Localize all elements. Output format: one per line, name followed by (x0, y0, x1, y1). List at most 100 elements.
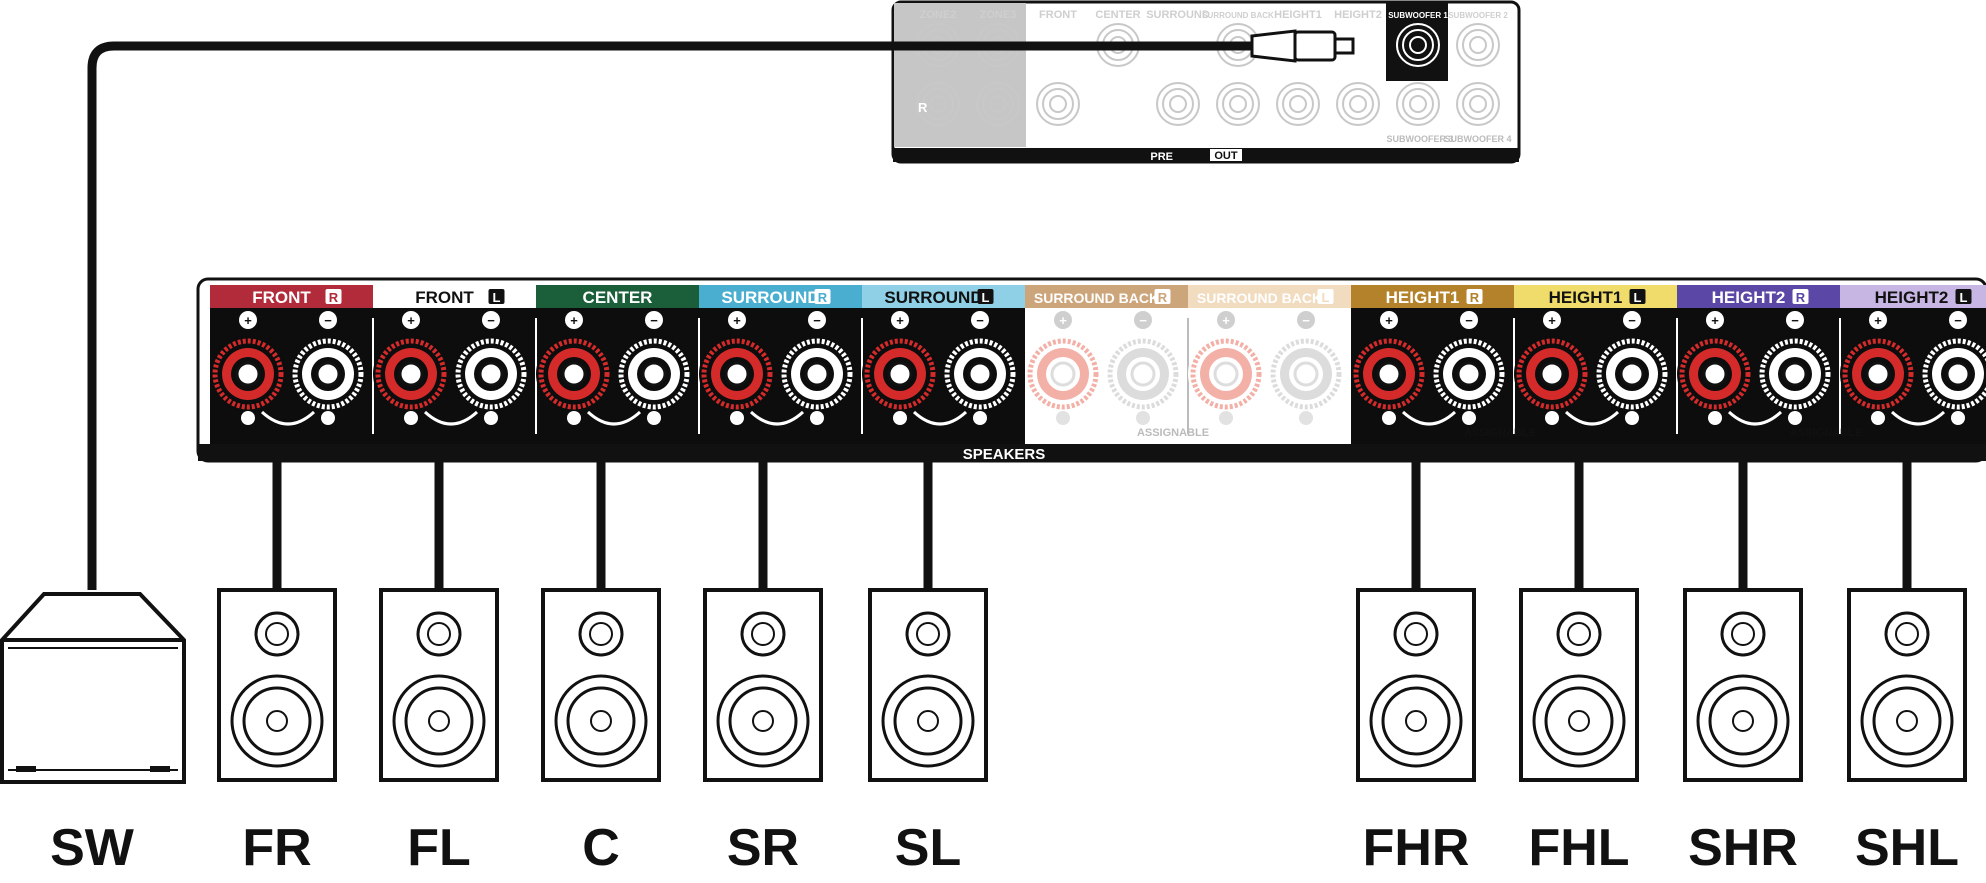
positive-terminal[interactable] (1351, 336, 1427, 425)
pre-out-column-label: CENTER (1095, 9, 1140, 21)
speaker-label: FHL (1528, 819, 1629, 877)
positive-terminal[interactable] (536, 336, 612, 425)
side-badge-letter: L (1634, 290, 1642, 305)
speakers-title: SPEAKERS (963, 446, 1046, 463)
negative-terminal[interactable] (290, 336, 366, 425)
minus-sign: − (976, 313, 984, 328)
rca-jack (1276, 82, 1320, 126)
negative-terminal[interactable] (1268, 336, 1344, 425)
rca-plug-tip (1333, 37, 1355, 55)
pre-out-column-label: SURROUND BACK (1202, 11, 1274, 20)
speaker-box (1683, 588, 1803, 782)
negative-terminal[interactable] (1920, 336, 1986, 425)
negative-terminal[interactable] (453, 336, 529, 425)
negative-terminal[interactable] (1431, 336, 1507, 425)
speaker-box (1847, 588, 1967, 782)
rca-jack (976, 82, 1020, 126)
side-badge-letter: L (1960, 290, 1968, 305)
positive-terminal[interactable] (1188, 336, 1264, 425)
rca-jack (1456, 82, 1500, 126)
pre-out-column-label: SURROUND (1146, 9, 1210, 21)
side-badge-letter: L (982, 290, 990, 305)
side-badge-letter: R (1158, 290, 1168, 305)
channel-header (1840, 285, 1986, 308)
minus-sign: − (1791, 313, 1799, 328)
rca-plug-body (1293, 30, 1337, 62)
side-badge (1466, 289, 1483, 304)
plus-sign: + (1222, 313, 1230, 328)
minus-sign: − (1465, 313, 1473, 328)
channel-header (1025, 285, 1188, 308)
minus-sign: − (1139, 313, 1147, 328)
speaker-box (217, 588, 337, 782)
side-badge-letter: R (818, 290, 828, 305)
rca-jack (1456, 23, 1500, 67)
speakers-bar (198, 444, 1986, 461)
pre-out-bar (893, 148, 1519, 162)
positive-terminal[interactable] (862, 336, 938, 425)
side-badge (1792, 289, 1809, 304)
positive-terminal[interactable] (699, 336, 775, 425)
speaker-box (1519, 588, 1639, 782)
speaker-box (379, 588, 499, 782)
pre-out-column-label: SUBWOOFER 1 (1388, 11, 1448, 20)
speaker-label: SHR (1688, 819, 1798, 877)
channel-label: SURROUND BACK (1034, 290, 1159, 306)
negative-terminal[interactable] (1757, 336, 1833, 425)
positive-terminal[interactable] (1514, 336, 1590, 425)
positive-terminal[interactable] (1025, 336, 1101, 425)
pre-out-column-label: HEIGHT1 (1274, 9, 1322, 21)
side-badge (488, 289, 505, 304)
positive-terminal[interactable] (210, 336, 286, 425)
side-badge (1317, 289, 1334, 304)
channel-header (536, 285, 699, 308)
pre-side-label: R (918, 100, 928, 115)
negative-terminal[interactable] (942, 336, 1018, 425)
plus-sign: + (244, 313, 252, 328)
speaker-label: C (582, 819, 620, 877)
speaker-label: FR (242, 819, 311, 877)
negative-terminal[interactable] (779, 336, 855, 425)
negative-terminal[interactable] (616, 336, 692, 425)
zone-section-shade (894, 3, 1026, 147)
minus-sign: − (1628, 313, 1636, 328)
positive-terminal[interactable] (373, 336, 449, 425)
side-badge (325, 289, 342, 304)
negative-terminal[interactable] (1105, 336, 1181, 425)
minus-sign: − (650, 313, 658, 328)
positive-terminal[interactable] (1677, 336, 1753, 425)
channel-label: FRONT (252, 288, 311, 307)
speaker-label: SR (727, 819, 799, 877)
subwoofer-box (0, 592, 186, 784)
channel-label: HEIGHT2 (1712, 288, 1786, 307)
side-badge-letter: R (329, 290, 339, 305)
speaker-label: FL (407, 819, 471, 877)
side-badge-letter: L (493, 290, 501, 305)
assignable-caption-3: ASSIGNABLE (1790, 427, 1862, 439)
channel-label: CENTER (583, 288, 653, 307)
channel-label: HEIGHT1 (1386, 288, 1460, 307)
side-badge-letter: R (1796, 290, 1806, 305)
out-label: OUT (1214, 150, 1238, 162)
positive-terminal[interactable] (1840, 336, 1916, 425)
channel-label: SURROUND BACK (1197, 290, 1322, 306)
plus-sign: + (570, 313, 578, 328)
pre-out-column-label: SUBWOOFER 2 (1448, 11, 1508, 20)
pre-out-column-label: FRONT (1039, 9, 1077, 21)
pre-out-column-label: HEIGHT2 (1334, 9, 1382, 21)
channel-label: FRONT (415, 288, 474, 307)
side-badge (814, 289, 831, 304)
rca-jack (1036, 82, 1080, 126)
negative-terminal[interactable] (1594, 336, 1670, 425)
speaker-label: SL (895, 819, 961, 877)
rca-jack (1336, 82, 1380, 126)
rca-jack (1396, 82, 1440, 126)
minus-sign: − (813, 313, 821, 328)
speaker-box (541, 588, 661, 782)
subwoofer-cable (87, 29, 1355, 590)
channel-label: HEIGHT2 (1875, 288, 1949, 307)
speaker-box (703, 588, 823, 782)
